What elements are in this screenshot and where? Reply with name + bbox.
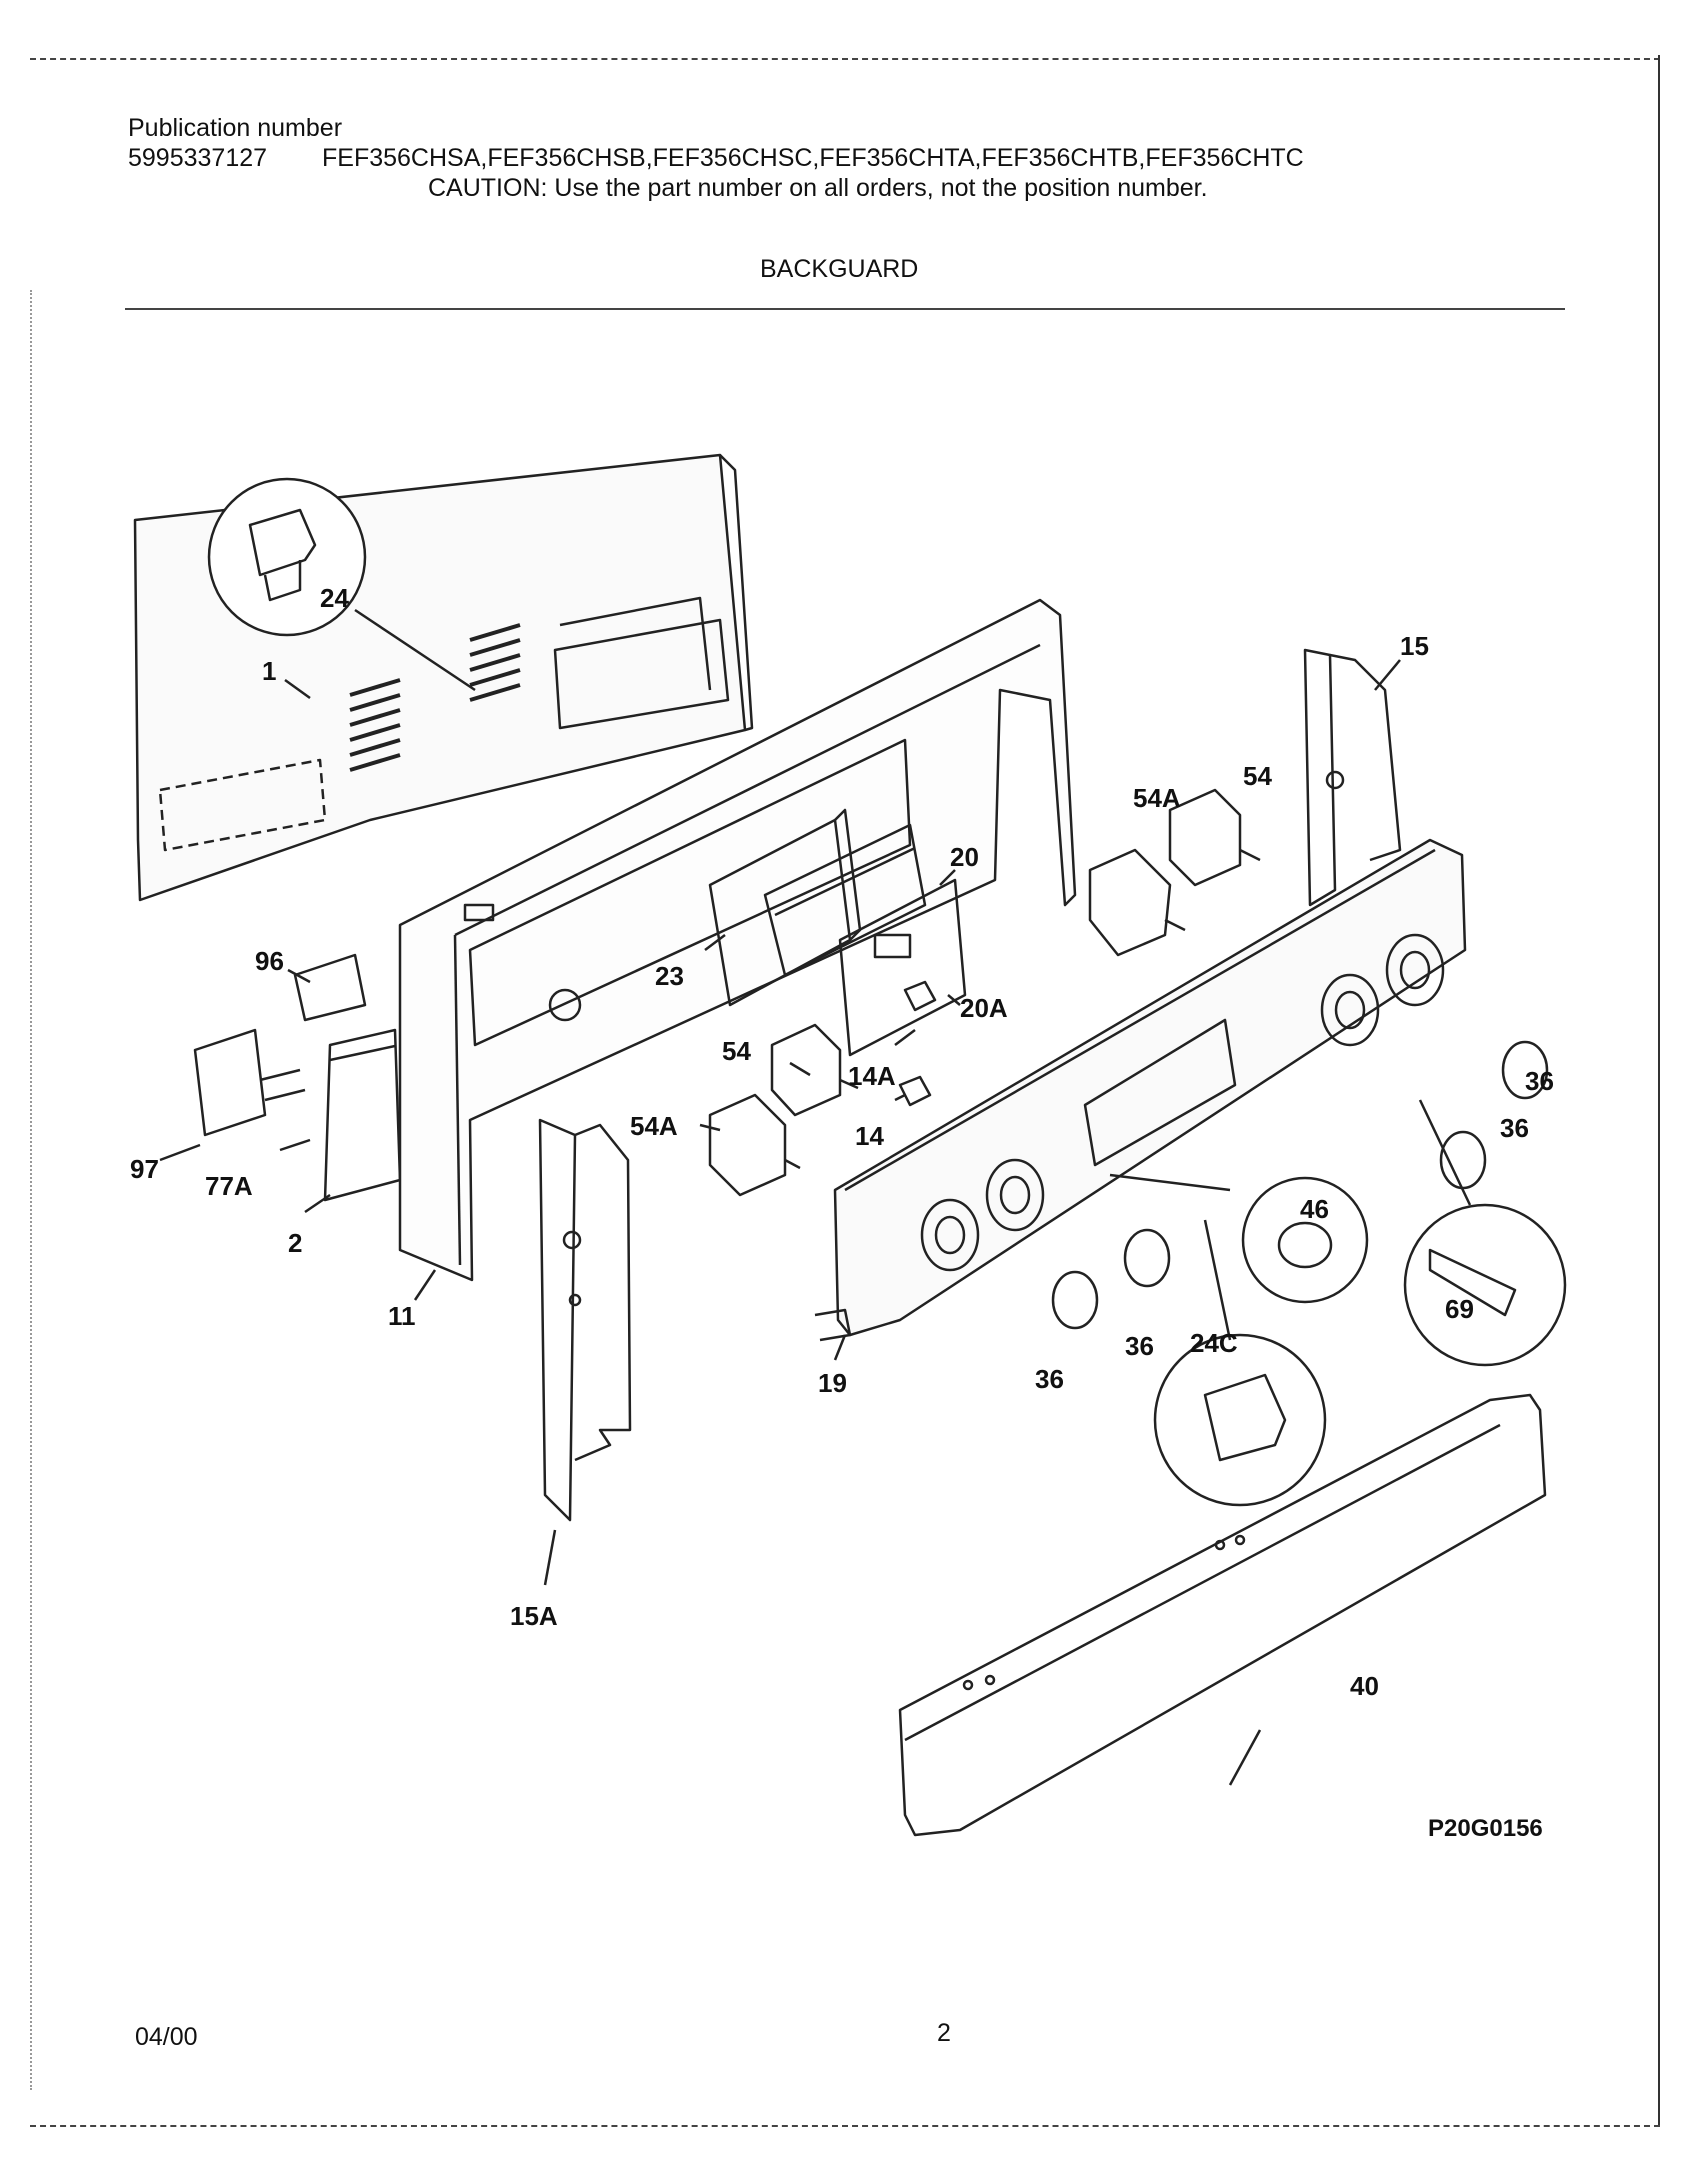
callout-69: 69 [1445, 1294, 1474, 1324]
caution-note: CAUTION: Use the part number on all orde… [428, 174, 1208, 202]
callout-36-a: 36 [1525, 1066, 1554, 1096]
header-rule [125, 308, 1565, 310]
callout-24: 24 [320, 583, 349, 613]
trim-bar-drawing [898, 1393, 1547, 1837]
callout-14a: 14A [848, 1061, 896, 1091]
detail-circle-24 [207, 477, 367, 637]
control-panel-drawing [814, 838, 1467, 1342]
callout-54-lower: 54 [722, 1036, 751, 1066]
callout-54-upper: 54 [1243, 761, 1272, 791]
publication-label: Publication number [128, 114, 343, 142]
callout-36-d: 36 [1035, 1364, 1064, 1394]
top-rule [30, 58, 1660, 60]
left-margin-dots [30, 290, 32, 2090]
drawing-id: P20G0156 [1428, 1815, 1543, 1842]
detail-circle-24c [1153, 1333, 1327, 1507]
lower-switch-drawing [708, 1023, 859, 1197]
publication-number: 5995337127 [128, 144, 268, 172]
detail-circle-69 [1403, 1203, 1567, 1367]
left-side-bracket-drawing [538, 1118, 632, 1522]
page-number: 2 [937, 2019, 951, 2047]
callout-46: 46 [1300, 1194, 1329, 1224]
callout-20: 20 [950, 842, 979, 872]
callout-36-b: 36 [1500, 1113, 1529, 1143]
section-title: BACKGUARD [760, 255, 919, 283]
right-side-bracket-drawing [1303, 648, 1402, 907]
detail-circle-46 [1241, 1176, 1369, 1304]
callout-54a-upper: 54A [1133, 783, 1181, 813]
callout-40: 40 [1350, 1671, 1379, 1701]
right-frame-line [1658, 55, 1660, 2125]
callout-15a: 15A [510, 1601, 558, 1631]
callout-15: 15 [1400, 631, 1429, 661]
callout-96: 96 [255, 946, 284, 976]
callout-14: 14 [855, 1121, 884, 1151]
callout-2: 2 [288, 1228, 302, 1258]
backguard-frame-drawing [398, 598, 1077, 1282]
touch-overlay-drawing [838, 878, 967, 1057]
callout-97: 97 [130, 1154, 159, 1184]
callout-1: 1 [262, 656, 276, 686]
small-switch-drawing [898, 980, 937, 1107]
callout-23: 23 [655, 961, 684, 991]
callout-19: 19 [818, 1368, 847, 1398]
callout-36-c: 36 [1125, 1331, 1154, 1361]
footer-date: 04/00 [135, 2023, 198, 2051]
callout-24c: 24C [1190, 1328, 1238, 1358]
callout-20a: 20A [960, 993, 1008, 1023]
upper-switch-drawing [1088, 788, 1261, 957]
bottom-rule [30, 2125, 1660, 2127]
lower-bracket-drawing [323, 1028, 402, 1202]
callout-54a-lower: 54A [630, 1111, 678, 1141]
callout-11: 11 [388, 1301, 416, 1331]
wiring-bracket-drawing [193, 953, 367, 1152]
display-board-drawing [708, 808, 927, 1007]
callout-77a: 77A [205, 1171, 253, 1201]
model-list: FEF356CHSA,FEF356CHSB,FEF356CHSC,FEF356C… [322, 144, 1304, 172]
